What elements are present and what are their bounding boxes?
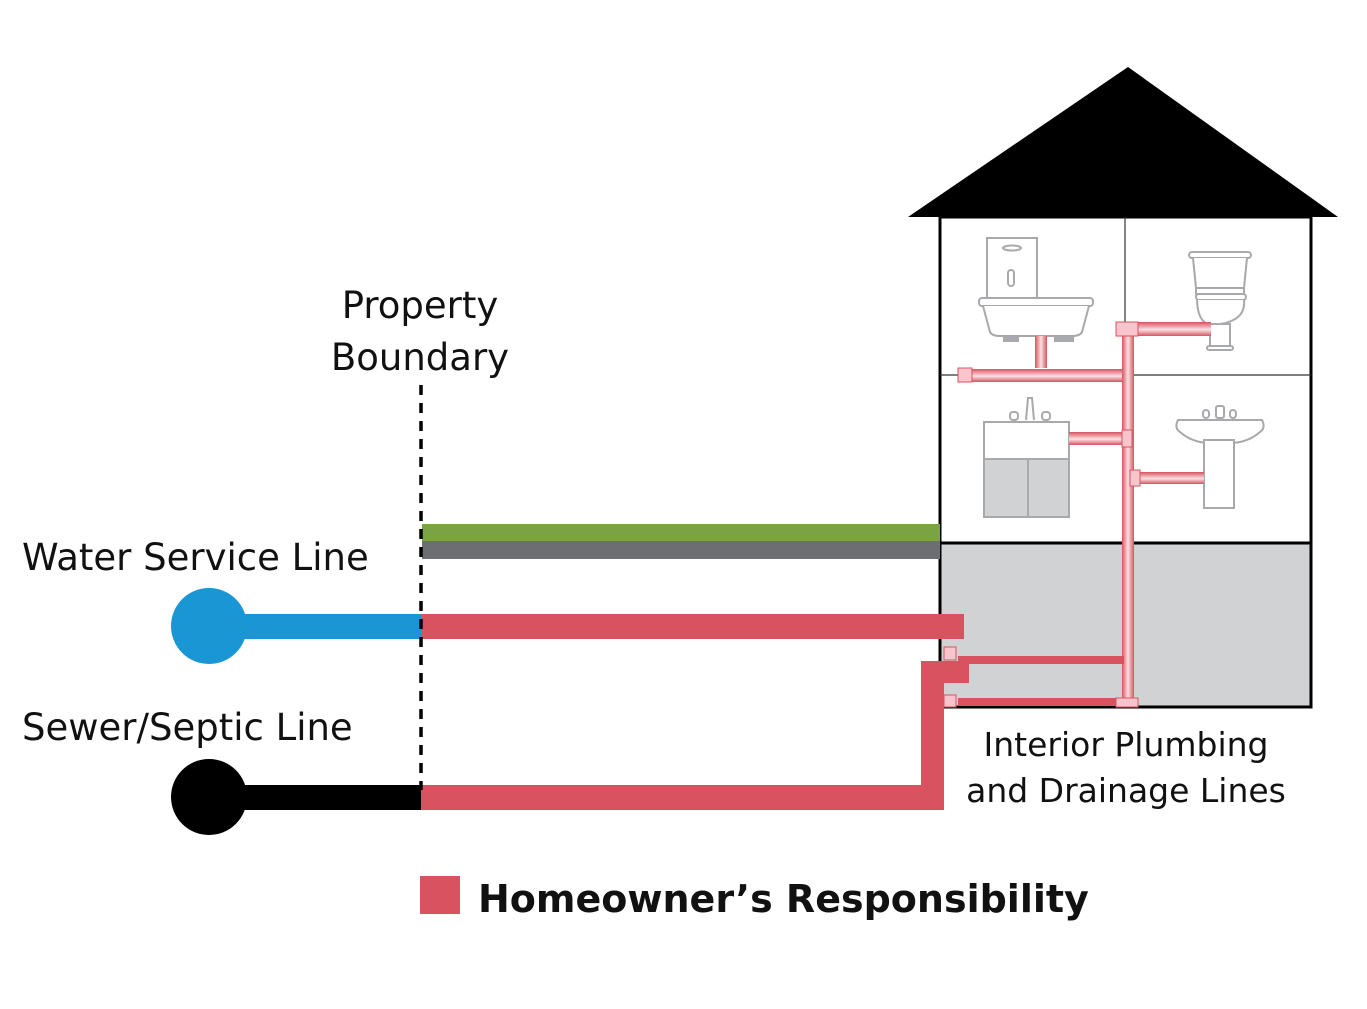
sewer-homeowner-segment — [421, 785, 944, 810]
water-homeowner-segment — [421, 614, 964, 639]
water-service-line — [171, 588, 964, 664]
sewer-utility-segment — [209, 785, 421, 810]
water-service-line-label: Water Service Line — [22, 536, 369, 579]
toilet-icon — [1188, 251, 1252, 351]
wall-sink-icon — [978, 237, 1094, 342]
interior-plumbing-lines — [943, 321, 1211, 708]
legend-swatch — [420, 876, 460, 914]
pedestal-sink-icon — [1175, 405, 1265, 509]
interior-plumbing-label-line2: and Drainage Lines — [966, 771, 1286, 810]
pavement-layer — [422, 541, 940, 559]
vanity-sink-icon — [983, 397, 1070, 518]
grass-layer — [422, 524, 940, 541]
water-utility-segment — [209, 614, 421, 639]
sewer-riser — [921, 661, 944, 810]
sewer-septic-line — [171, 661, 969, 835]
property-boundary-label-line2: Boundary — [331, 336, 509, 379]
sewer-riser-cap — [921, 661, 969, 683]
roof — [908, 67, 1338, 217]
interior-plumbing-label-line1: Interior Plumbing — [984, 725, 1269, 764]
legend-label: Homeowner’s Responsibility — [478, 877, 1089, 921]
property-boundary-label-line1: Property — [342, 284, 499, 327]
sewer-septic-line-label: Sewer/Septic Line — [22, 706, 353, 749]
